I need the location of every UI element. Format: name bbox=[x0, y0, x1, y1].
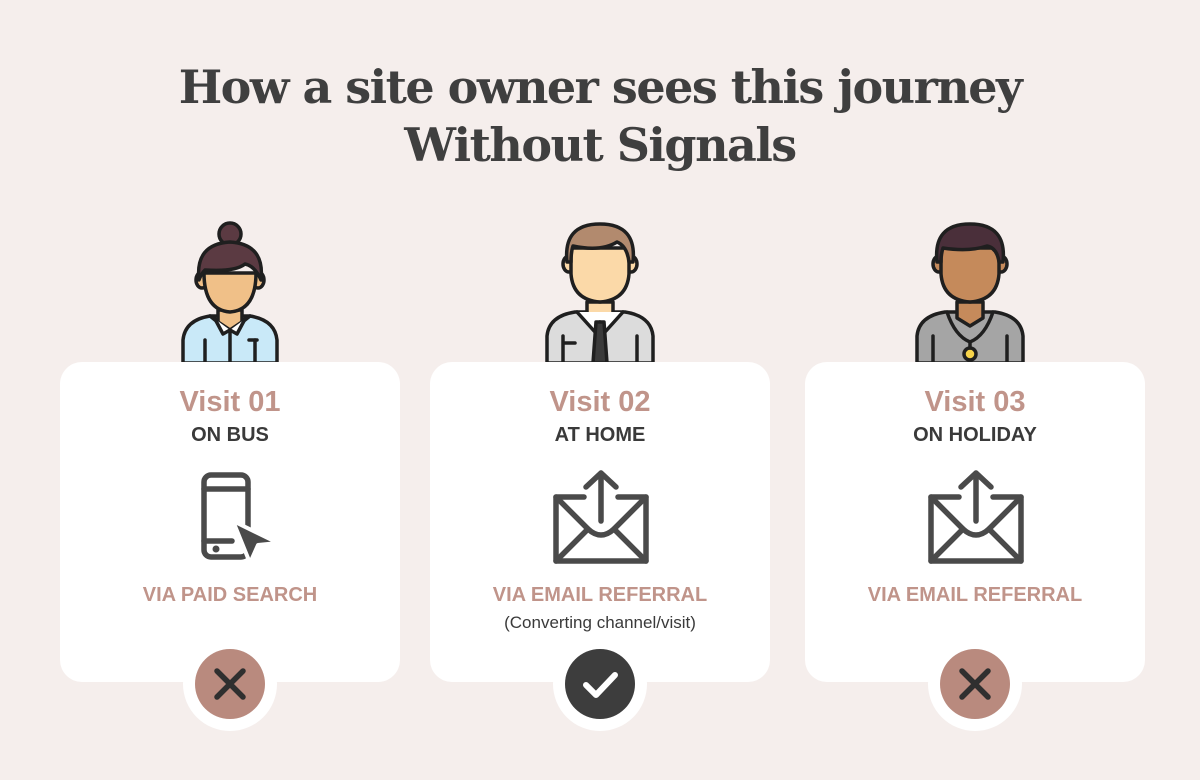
visit-channel: VIA PAID SEARCH bbox=[142, 584, 318, 606]
check-icon bbox=[583, 672, 618, 698]
visit-card-3: Visit 03 ON HOLIDAY VIA EMAIL REFERRAL bbox=[805, 362, 1145, 682]
visit-note: (Converting channel/visit) bbox=[504, 613, 696, 632]
smartphone-tap-icon bbox=[201, 472, 280, 565]
title-line-2: Without Signals bbox=[404, 118, 797, 172]
woman-avatar-icon bbox=[181, 221, 279, 363]
cross-icon bbox=[214, 668, 246, 700]
page-title: How a site owner sees this journey Witho… bbox=[0, 58, 1200, 174]
cross-badge bbox=[195, 649, 265, 719]
email-send-icon bbox=[553, 470, 649, 564]
visit-label: Visit 01 bbox=[179, 386, 281, 418]
visit-location: ON HOLIDAY bbox=[913, 424, 1037, 446]
email-send-icon bbox=[928, 470, 1024, 564]
cross-icon bbox=[959, 668, 991, 700]
status-badge-2 bbox=[553, 637, 647, 731]
man-tie-avatar-icon bbox=[545, 222, 655, 363]
visit-channel: VIA EMAIL REFERRAL bbox=[492, 584, 708, 606]
visit-location: ON BUS bbox=[191, 424, 269, 446]
title-line-1: How a site owner sees this journey bbox=[178, 60, 1023, 114]
visit-card-1: Visit 01 ON BUS VIA PAID SEARCH bbox=[60, 362, 400, 682]
status-badge-1 bbox=[183, 637, 277, 731]
visit-channel: VIA EMAIL REFERRAL bbox=[867, 584, 1083, 606]
visit-label: Visit 03 bbox=[924, 386, 1026, 418]
status-badge-3 bbox=[928, 637, 1022, 731]
visit-location: AT HOME bbox=[554, 424, 646, 446]
cross-badge bbox=[940, 649, 1010, 719]
check-badge bbox=[565, 649, 635, 719]
man-medallion-avatar-icon bbox=[915, 222, 1025, 363]
visit-card-2: Visit 02 AT HOME VIA EMAIL REFERRAL (Con… bbox=[430, 362, 770, 682]
visit-label: Visit 02 bbox=[549, 386, 651, 418]
